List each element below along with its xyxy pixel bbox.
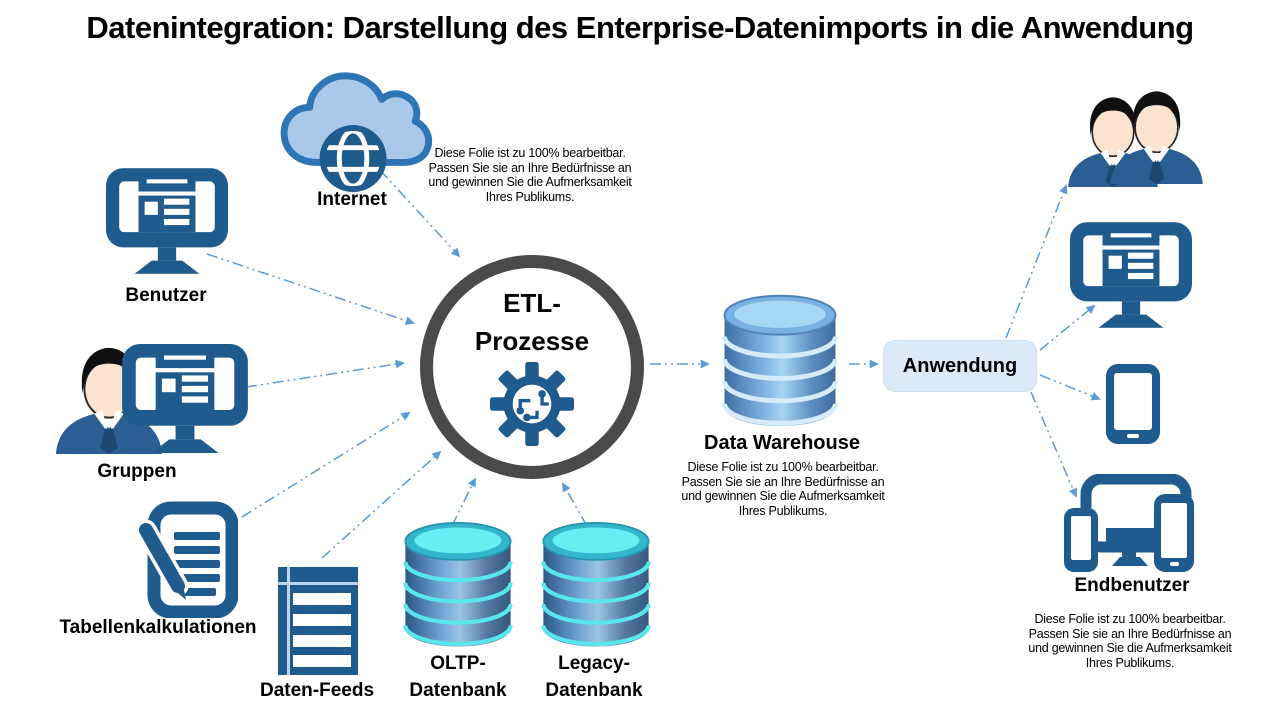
spreadsheet-document-icon (138, 500, 238, 618)
data-feed-table-icon (278, 566, 358, 676)
etl-process-circle: ETL- Prozesse (420, 255, 644, 479)
connector-gruppen-etl (245, 359, 405, 388)
endbenutzer-label: Endbenutzer (1074, 575, 1190, 596)
enduser-monitor-icon (1070, 222, 1192, 328)
page-title: Datenintegration: Darstellung des Enterp… (86, 10, 1194, 45)
connector-anwendung-phone (1039, 374, 1101, 401)
data-warehouse-placeholder-text: Diese Folie ist zu 100% bearbeitbar. Pas… (681, 460, 885, 518)
gear-circuit-icon (490, 362, 574, 446)
smartphone-icon (1106, 364, 1160, 444)
internet-cloud-icon (278, 64, 436, 194)
connector-anwendung-people (1005, 184, 1068, 339)
end-users-people-icon (1067, 90, 1204, 187)
data-warehouse-label: Data Warehouse (704, 432, 860, 454)
connector-tabellen-etl (241, 411, 411, 518)
data-warehouse-icon (716, 286, 844, 430)
tabellenkalkulationen-label: Tabellenkalkulationen (59, 617, 257, 638)
oltp-datenbank-label: OLTP- Datenbank (409, 653, 507, 701)
oltp-database-icon (398, 512, 518, 652)
endbenutzer-placeholder-text: Diese Folie ist zu 100% bearbeitbar. Pas… (1028, 612, 1232, 670)
internet-label: Internet (317, 189, 387, 210)
gruppen-icon (54, 344, 248, 454)
legacy-database-icon (536, 512, 656, 652)
etl-placeholder-text: Diese Folie ist zu 100% bearbeitbar. Pas… (428, 146, 632, 204)
multi-device-icon (1062, 474, 1194, 576)
legacy-datenbank-label: Legacy- Datenbank (545, 653, 643, 701)
benutzer-monitor-icon (106, 168, 228, 274)
benutzer-label: Benutzer (125, 285, 207, 306)
etl-label: ETL- Prozesse (474, 288, 590, 356)
connector-benutzer-etl (206, 253, 415, 325)
gruppen-label: Gruppen (97, 461, 177, 482)
anwendung-label: Anwendung (902, 354, 1018, 377)
daten-feeds-label: Daten-Feeds (259, 680, 375, 701)
anwendung-badge: Anwendung (883, 340, 1037, 392)
